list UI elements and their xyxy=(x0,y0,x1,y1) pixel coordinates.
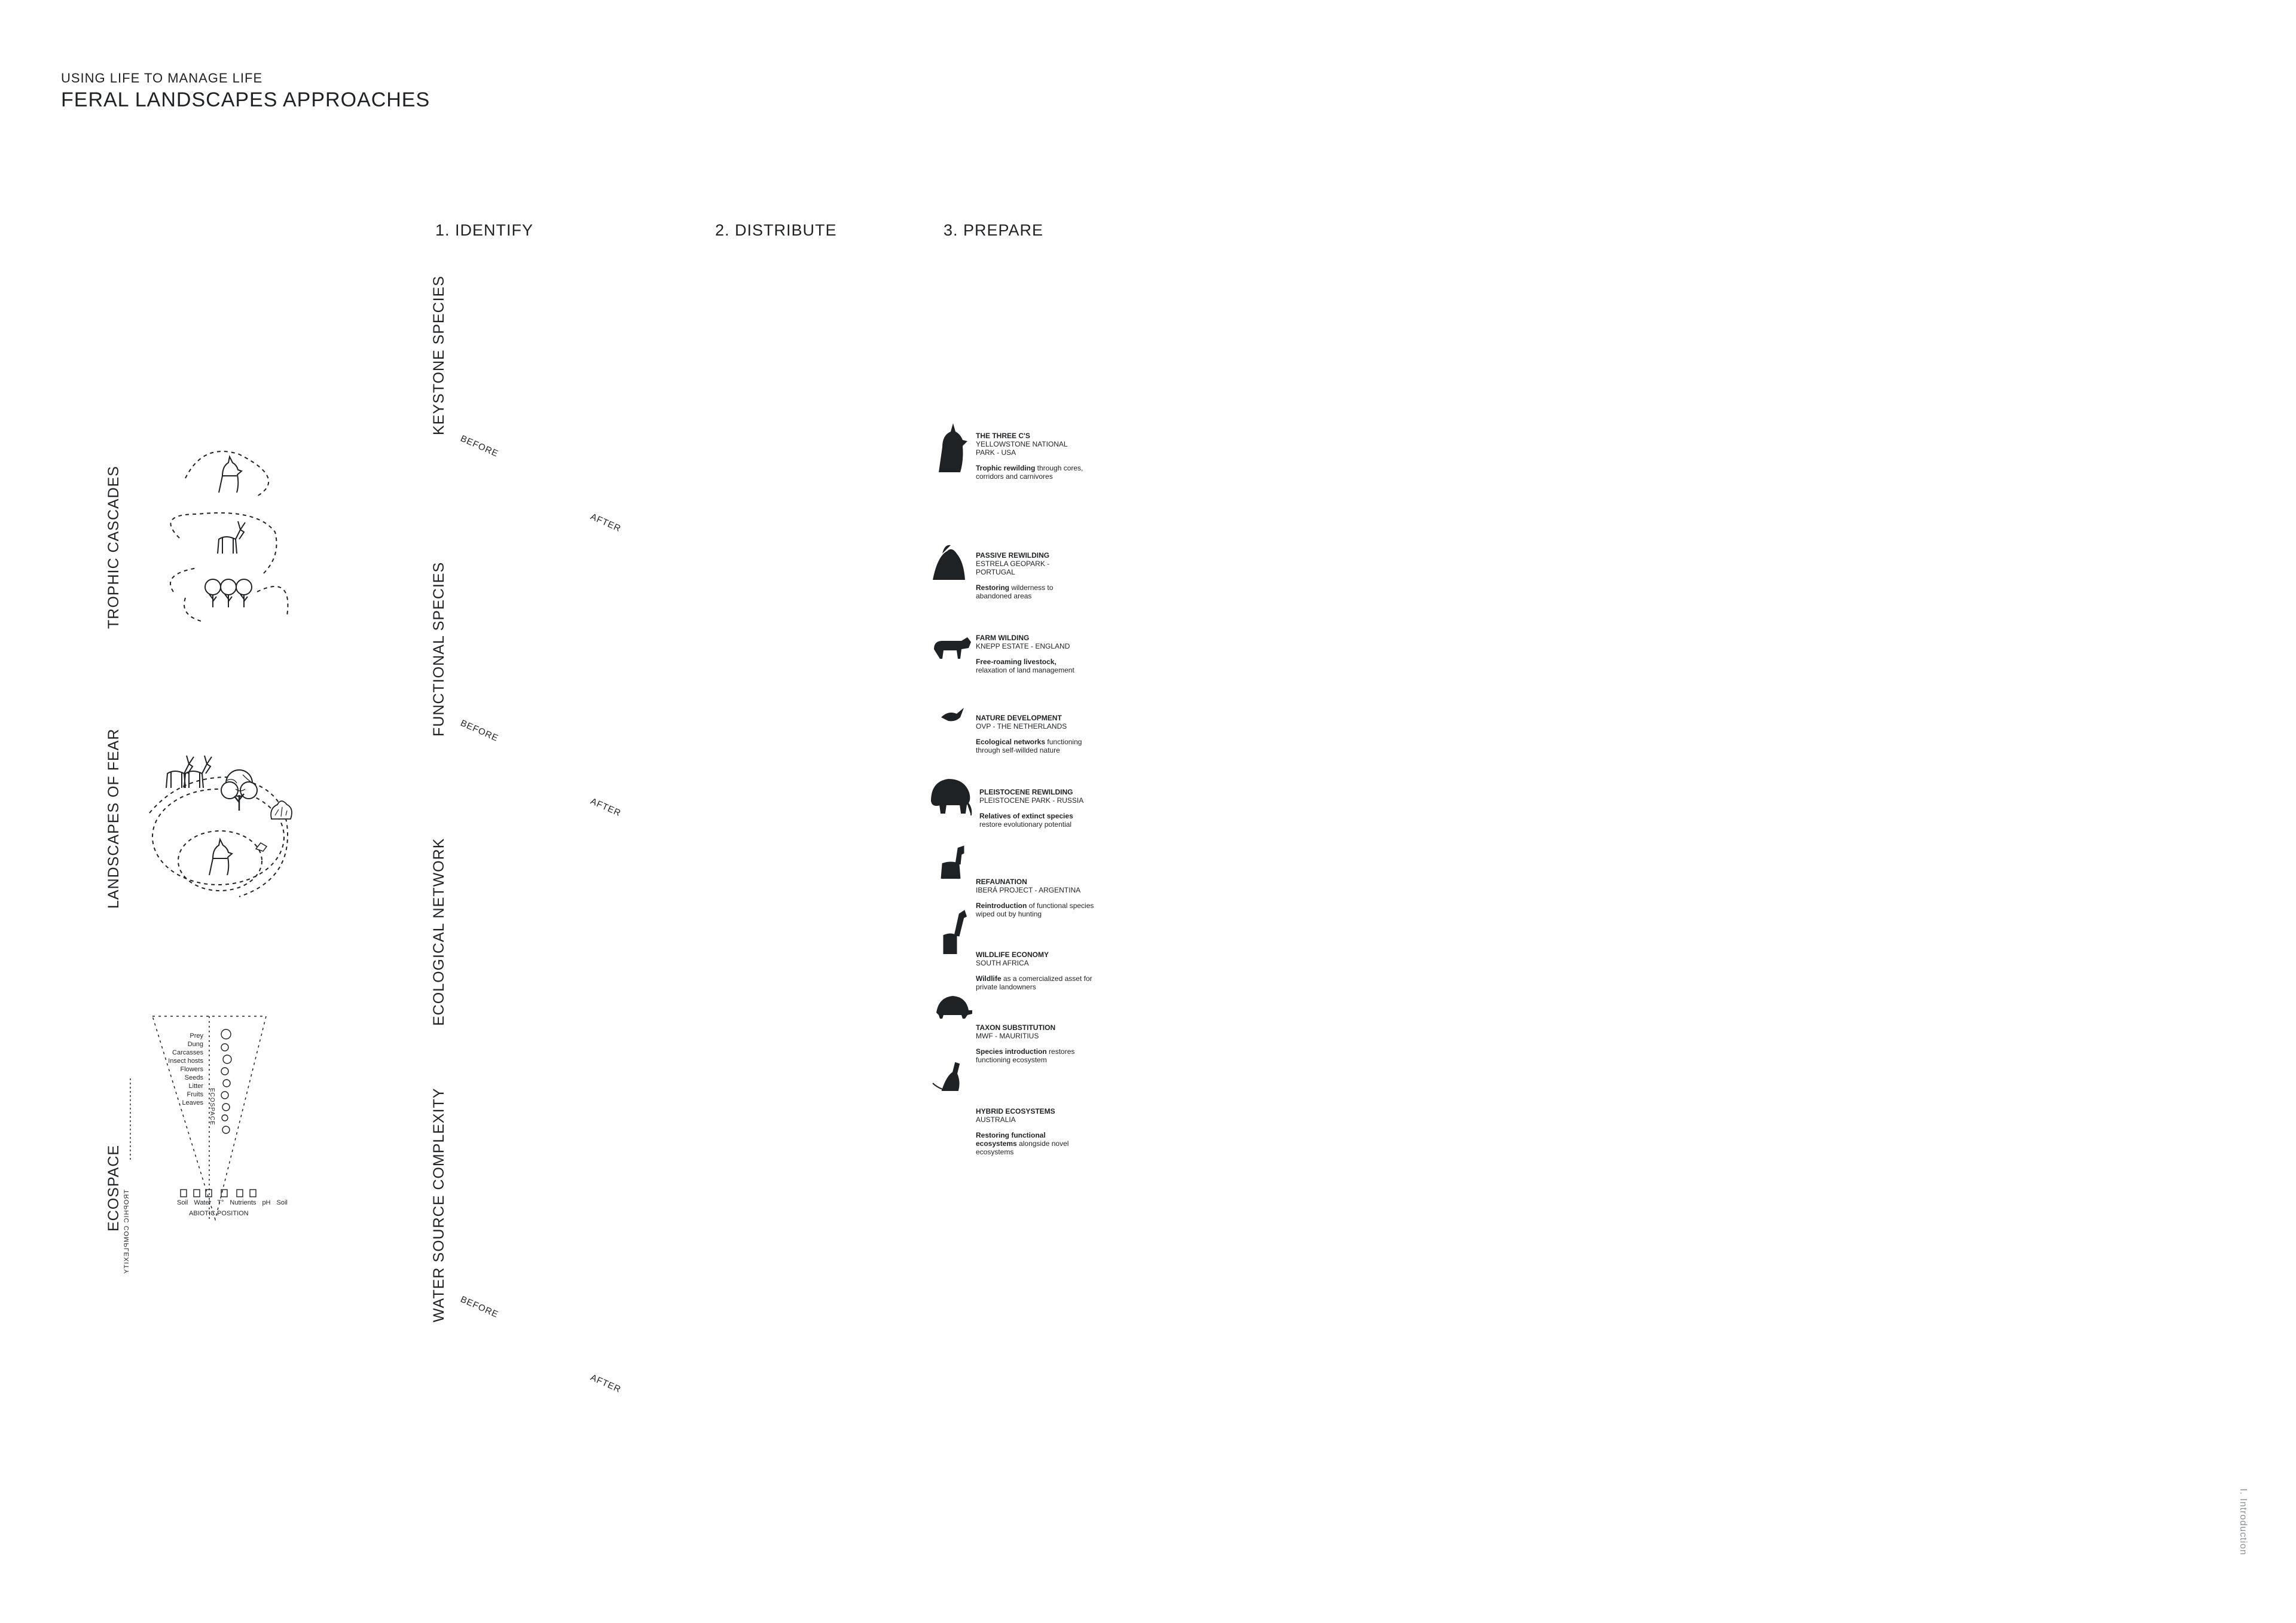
mammoth-icon xyxy=(930,778,972,816)
ecospace-inner-label: ECOSPACE xyxy=(209,1088,215,1126)
column-prepare: 3. PREPARE xyxy=(944,221,1044,239)
abiotic-items: Soil Water T° Nutrients pH Soil xyxy=(177,1199,288,1206)
example-pleistocene-rewilding: PLEISTOCENE REWILDING PLEISTOCENE PARK -… xyxy=(979,788,1084,829)
example-three-cs: THE THREE C'S YELLOWSTONE NATIONAL PARK … xyxy=(976,432,1083,481)
example-hybrid-ecosystems: HYBRID ECOSYSTEMS AUSTRALIA Restoring fu… xyxy=(976,1107,1069,1156)
example-icons xyxy=(930,423,972,1091)
giraffe-icon xyxy=(943,910,967,954)
tree-outline-icon xyxy=(204,579,221,608)
trophic-cascades-sketch xyxy=(170,451,289,622)
trophic-complexity-label: TROPHIC COMPLEXITY xyxy=(123,1190,130,1274)
column-identify: 1. IDENTIFY xyxy=(435,221,534,239)
guanaco-icon xyxy=(941,845,964,879)
wolf-icon xyxy=(939,423,967,472)
trophic-items-list: Prey Dung Carcasses Insect hosts Flowers… xyxy=(168,1032,203,1107)
kangaroo-icon xyxy=(932,1062,960,1091)
ecospace-diagram xyxy=(130,1016,267,1221)
cow-icon xyxy=(934,637,971,659)
deer-outline-icon xyxy=(217,521,246,554)
wolf-outline-icon xyxy=(218,456,242,493)
section-label: I. Introduction xyxy=(2238,1488,2248,1555)
landscapes-of-fear-sketch xyxy=(149,755,292,897)
page-title: FERAL LANDSCAPES APPROACHES xyxy=(61,88,430,111)
subtitle: USING LIFE TO MANAGE LIFE xyxy=(61,71,263,85)
example-farm-wilding: FARM WILDING KNEPP ESTATE - ENGLAND Free… xyxy=(976,634,1074,674)
example-refaunation: REFAUNATION IBERÁ PROJECT - ARGENTINA Re… xyxy=(976,878,1094,918)
bird-icon xyxy=(941,708,964,722)
example-passive-rewilding: PASSIVE REWILDING ESTRELA GEOPARK - PORT… xyxy=(976,551,1054,600)
example-nature-development: NATURE DEVELOPMENT OVP - THE NETHERLANDS… xyxy=(976,714,1082,754)
vulture-icon xyxy=(933,545,965,580)
tortoise-icon xyxy=(936,996,972,1019)
example-taxon-substitution: TAXON SUBSTITUTION MWF - MAURITIUS Speci… xyxy=(976,1023,1075,1064)
column-distribute: 2. DISTRIBUTE xyxy=(715,221,837,239)
example-wildlife-economy: WILDLIFE ECONOMY SOUTH AFRICA Wildlife a… xyxy=(976,950,1092,991)
abiotic-position-label: ABIOTIC POSITION xyxy=(189,1210,249,1217)
